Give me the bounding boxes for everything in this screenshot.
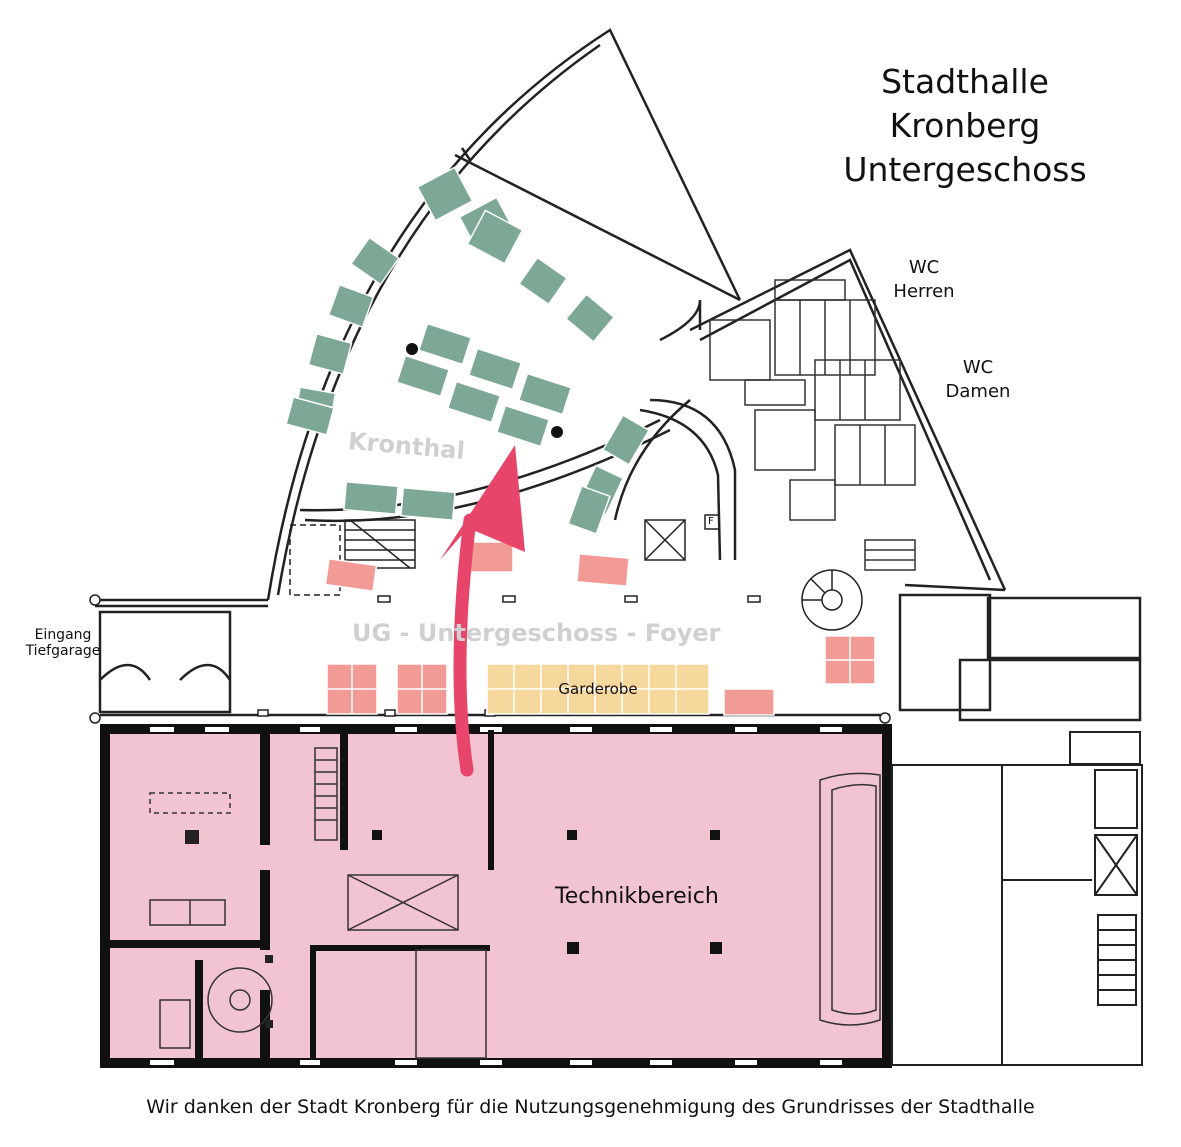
elevator-core xyxy=(644,514,720,561)
room-label-technik: Technikbereich xyxy=(555,884,719,909)
eingang-line-2: Tiefgarage xyxy=(25,643,101,659)
wc-herren-cubicles xyxy=(709,279,916,571)
foyer-bollards xyxy=(89,594,891,724)
room-label-garderobe: Garderobe xyxy=(558,680,638,698)
kronthal-tables xyxy=(285,166,651,535)
room-label-eingang: Eingang Tiefgarage xyxy=(18,627,108,659)
room-label-foyer: UG - Untergeschoss - Foyer xyxy=(352,619,721,647)
foyer-tables xyxy=(324,541,876,716)
wc-herren-line-1: WC xyxy=(908,257,940,278)
right-lower-rooms xyxy=(891,731,1143,1066)
title-line-1: Stadthalle xyxy=(881,62,1049,101)
eingang-line-1: Eingang xyxy=(34,627,92,643)
wc-herren-line-2: Herren xyxy=(893,281,955,302)
map-title: Stadthalle Kronberg Untergeschoss xyxy=(830,60,1100,192)
room-label-wc-herren: WC Herren xyxy=(884,256,964,304)
spiral-stair xyxy=(801,569,863,631)
title-line-2: Kronberg xyxy=(889,106,1041,145)
garderobe-counter xyxy=(486,663,710,715)
wc-damen-line-1: WC xyxy=(962,357,994,378)
route-arrow xyxy=(440,445,525,777)
credit-line: Wir danken der Stadt Kronberg für die Nu… xyxy=(146,1096,1035,1118)
stair-marker-label: F xyxy=(708,516,714,527)
wc-damen-line-2: Damen xyxy=(945,381,1011,402)
room-label-wc-damen: WC Damen xyxy=(938,356,1018,404)
technik-area xyxy=(100,724,892,1068)
title-line-3: Untergeschoss xyxy=(843,150,1087,189)
table-markers xyxy=(406,343,563,438)
